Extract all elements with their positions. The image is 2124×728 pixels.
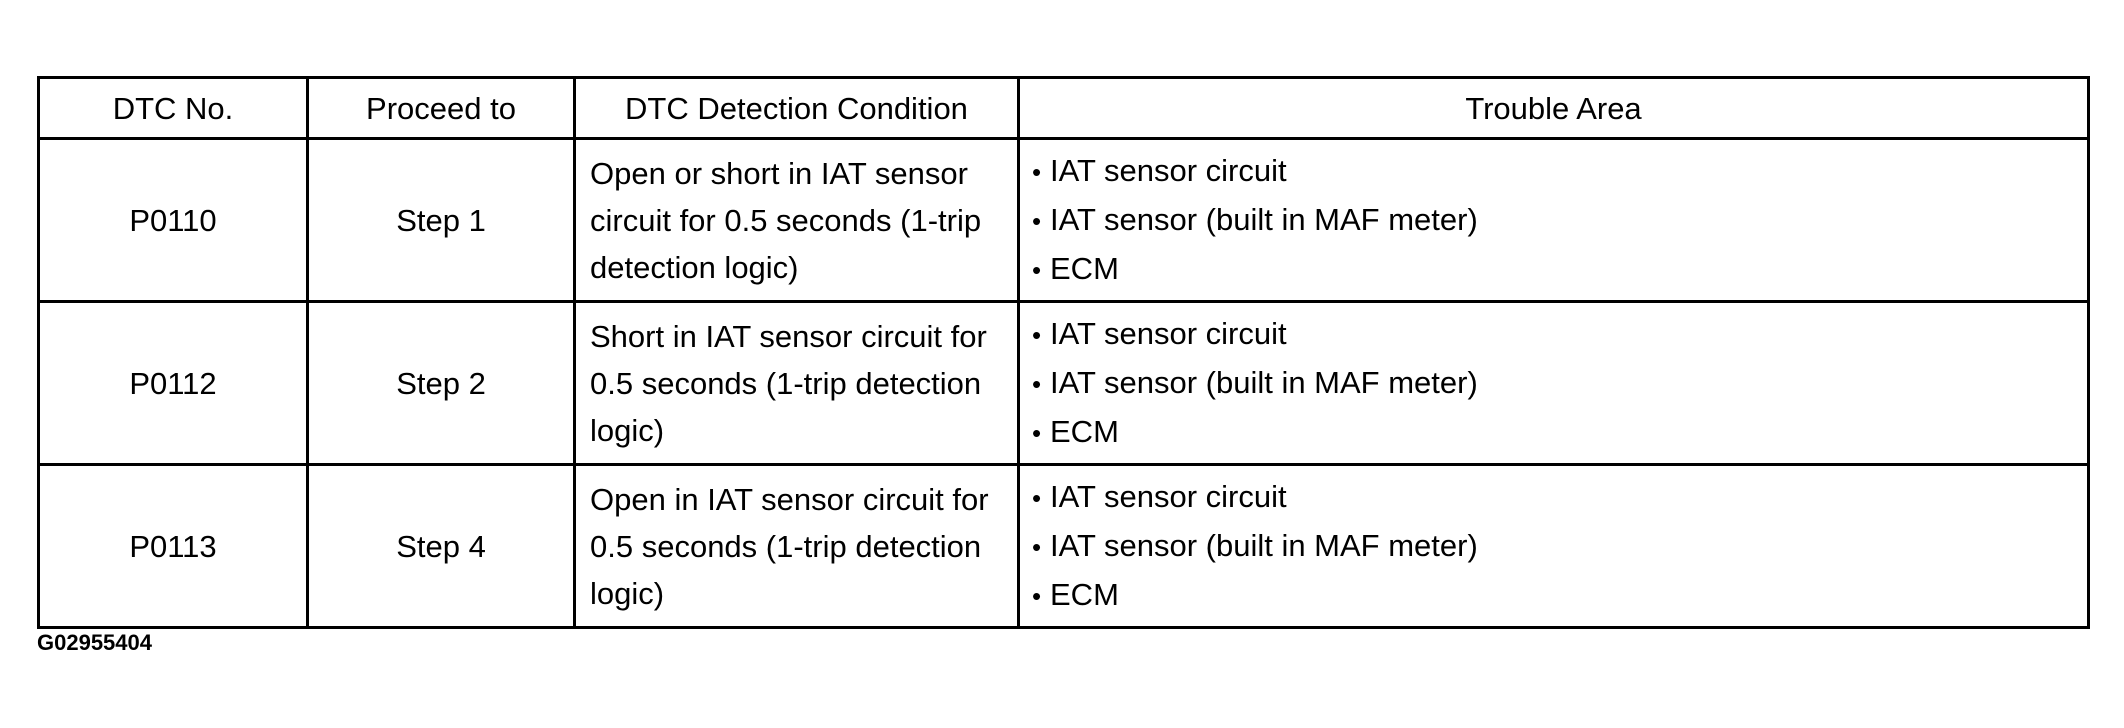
table-row: P0112 Step 2 Short in IAT sensor circuit… <box>37 300 2090 466</box>
trouble-area-item: •IAT sensor (built in MAF meter) <box>1032 522 2087 571</box>
trouble-area-item: •IAT sensor (built in MAF meter) <box>1032 359 2087 408</box>
bullet-icon: • <box>1032 205 1042 236</box>
bullet-icon: • <box>1032 531 1042 562</box>
trouble-area-item: •ECM <box>1032 408 2087 457</box>
trouble-area-item: •IAT sensor circuit <box>1032 310 2087 359</box>
figure-id: G02955404 <box>37 630 152 655</box>
condition-line: 0.5 seconds (1-trip detection <box>590 528 982 564</box>
proceed-step: Step 2 <box>306 300 576 466</box>
proceed-step: Step 1 <box>306 137 576 303</box>
detection-condition: Open or short in IAT sensor circuit for … <box>573 137 1020 303</box>
trouble-area-item: •ECM <box>1032 245 2087 294</box>
dtc-code: P0113 <box>37 463 309 629</box>
trouble-area-list: •IAT sensor circuit •IAT sensor (built i… <box>1017 300 2090 466</box>
condition-line: logic) <box>590 575 665 611</box>
condition-line: Open or short in IAT sensor <box>590 155 968 191</box>
dtc-code: P0110 <box>37 137 309 303</box>
condition-line: detection logic) <box>590 249 799 285</box>
bullet-icon: • <box>1032 254 1042 285</box>
detection-condition: Short in IAT sensor circuit for 0.5 seco… <box>573 300 1020 466</box>
bullet-icon: • <box>1032 368 1042 399</box>
detection-condition: Open in IAT sensor circuit for 0.5 secon… <box>573 463 1020 629</box>
header-proceed-to: Proceed to <box>306 76 576 140</box>
condition-line: logic) <box>590 412 665 448</box>
bullet-icon: • <box>1032 156 1042 187</box>
trouble-area-item: •IAT sensor (built in MAF meter) <box>1032 196 2087 245</box>
bullet-icon: • <box>1032 417 1042 448</box>
trouble-area-list: •IAT sensor circuit •IAT sensor (built i… <box>1017 463 2090 629</box>
dtc-table: DTC No. Proceed to DTC Detection Conditi… <box>37 76 2090 629</box>
table-row: P0113 Step 4 Open in IAT sensor circuit … <box>37 463 2090 629</box>
table-header-row: DTC No. Proceed to DTC Detection Conditi… <box>37 76 2090 140</box>
condition-line: Short in IAT sensor circuit for <box>590 318 987 354</box>
bullet-icon: • <box>1032 580 1042 611</box>
condition-line: 0.5 seconds (1-trip detection <box>590 365 982 401</box>
proceed-step: Step 4 <box>306 463 576 629</box>
trouble-area-item: •IAT sensor circuit <box>1032 147 2087 196</box>
header-dtc-no: DTC No. <box>37 76 309 140</box>
header-detection-condition: DTC Detection Condition <box>573 76 1020 140</box>
condition-line: Open in IAT sensor circuit for <box>590 481 989 517</box>
trouble-area-list: •IAT sensor circuit •IAT sensor (built i… <box>1017 137 2090 303</box>
header-trouble-area: Trouble Area <box>1017 76 2090 140</box>
table-row: P0110 Step 1 Open or short in IAT sensor… <box>37 137 2090 303</box>
trouble-area-item: •IAT sensor circuit <box>1032 473 2087 522</box>
trouble-area-item: •ECM <box>1032 571 2087 620</box>
condition-line: circuit for 0.5 seconds (1-trip <box>590 202 982 238</box>
dtc-code: P0112 <box>37 300 309 466</box>
bullet-icon: • <box>1032 319 1042 350</box>
bullet-icon: • <box>1032 482 1042 513</box>
